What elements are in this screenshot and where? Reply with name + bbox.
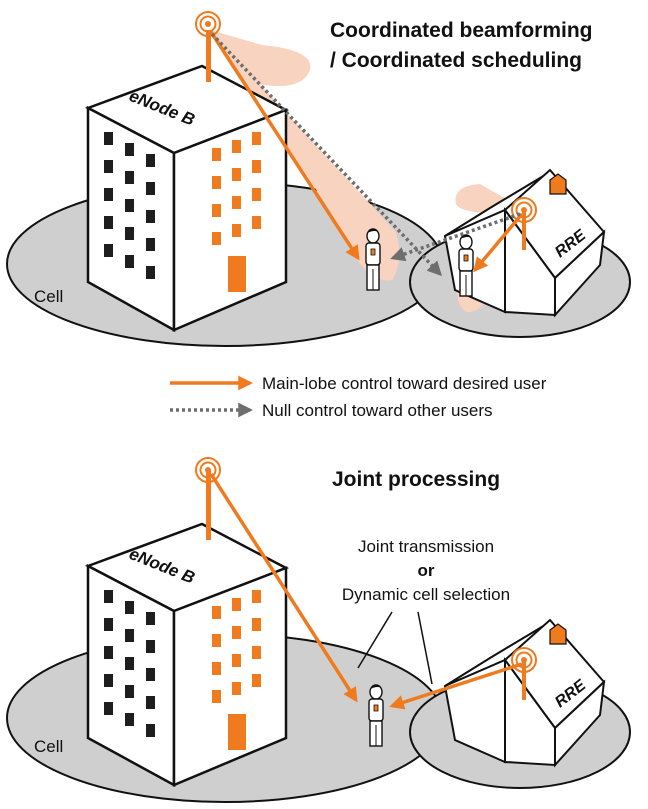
enodeb-building: eNode B xyxy=(84,64,290,333)
cell-label: Cell xyxy=(34,287,63,306)
note-pointer-left xyxy=(357,611,393,669)
beam-lobe-enb-user xyxy=(208,30,400,281)
chimney-icon xyxy=(549,173,567,195)
cell-label-bottom: Cell xyxy=(34,737,63,756)
chimney-icon-bottom xyxy=(549,623,567,645)
top-title-line2: / Coordinated scheduling xyxy=(330,49,582,72)
enodeb-building-bottom: eNode B xyxy=(84,522,290,788)
joint-note-line2: or xyxy=(418,561,435,580)
note-pointer-right xyxy=(417,611,433,685)
building-windows-dark xyxy=(104,132,155,279)
enodeb-antenna-icon xyxy=(195,11,221,37)
null-arrow-enb xyxy=(210,32,443,277)
top-panel: Coordinated beamforming / Coordinated sc… xyxy=(6,11,631,347)
rre-mast xyxy=(522,212,526,250)
user-enb-icon xyxy=(365,228,381,291)
bottom-panel: Joint processing Cell Joint transmission… xyxy=(6,457,631,803)
joint-note-line3: Dynamic cell selection xyxy=(342,585,510,604)
legend: Main-lobe control toward desired user Nu… xyxy=(170,374,547,420)
null-arrow-rre xyxy=(390,212,521,262)
enodeb-mast-bottom xyxy=(206,470,211,540)
top-title-line1: Coordinated beamforming xyxy=(330,19,593,42)
enodeb-antenna-icon-bottom xyxy=(195,457,221,483)
rre-antenna-icon xyxy=(511,197,537,223)
rre-antenna-icon-bottom xyxy=(511,647,537,673)
main-lobe-arrow-enb xyxy=(209,31,360,261)
enodeb-mast xyxy=(206,30,211,82)
user-joint-icon xyxy=(368,684,384,747)
legend-null-label: Null control toward other users xyxy=(262,401,493,420)
joint-note-line1: Joint transmission xyxy=(358,537,494,556)
rre-mast-bottom xyxy=(522,662,526,700)
building-windows-orange xyxy=(212,132,261,292)
user-rre-icon xyxy=(458,234,474,297)
legend-main-lobe-label: Main-lobe control toward desired user xyxy=(262,374,547,393)
beam-lobe-enb-null xyxy=(210,30,311,87)
main-lobe-arrow-rre xyxy=(473,212,524,273)
bottom-title: Joint processing xyxy=(332,468,500,491)
joint-arrow-rre xyxy=(389,662,523,710)
joint-arrow-enb xyxy=(209,473,358,703)
